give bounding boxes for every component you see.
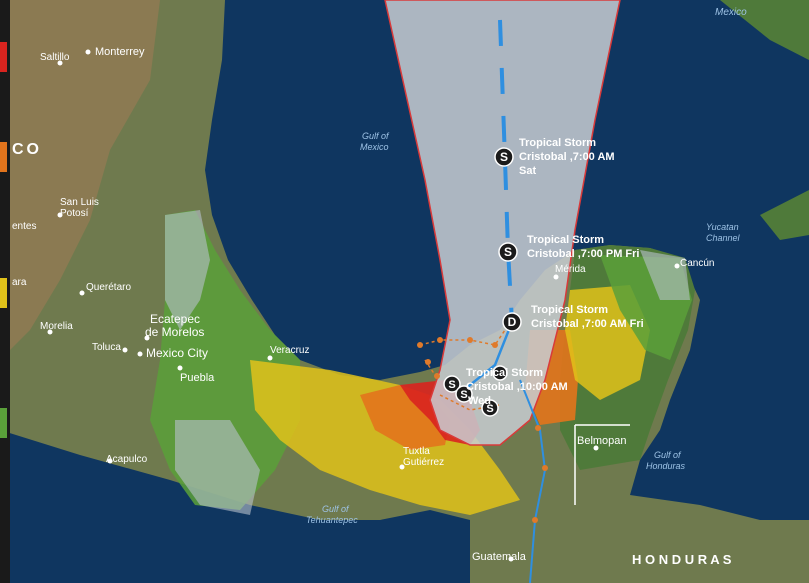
label-acapulco: Acapulco — [106, 454, 148, 465]
storm-symbol: S — [500, 150, 508, 164]
svg-text:Tropical Storm: Tropical Storm — [466, 367, 543, 379]
svg-text:Wed: Wed — [468, 395, 491, 407]
water-gulf-mexico-2: Mexico — [360, 142, 389, 152]
storm-symbol: S — [486, 403, 493, 415]
zone-gray-southwest — [175, 420, 260, 515]
svg-text:Tropical Storm: Tropical Storm — [527, 234, 604, 246]
label-tuxtla-1: Tuxtla — [403, 446, 430, 457]
label-toluca: Toluca — [92, 342, 121, 353]
legend-swatch-yellow — [0, 278, 7, 308]
zone-gray-west — [165, 210, 210, 330]
storm-label-fri-am: Tropical Storm Cristobal ,7:00 AM Fri — [531, 304, 644, 330]
label-san-luis-2: Potosí — [60, 208, 89, 219]
label-mexico-city: Mexico City — [146, 346, 208, 360]
legend-swatch-orange — [0, 142, 7, 172]
storm-label-wed: Tropical Storm Cristobal ,10:00 AM Wed — [466, 367, 568, 407]
storm-symbol: S — [448, 379, 455, 391]
svg-text:Cristobal ,10:00 AM: Cristobal ,10:00 AM — [466, 381, 568, 393]
label-queretaro: Querétaro — [86, 282, 131, 293]
label-mexico-top: Mexico — [715, 7, 747, 18]
label-veracruz: Veracruz — [270, 345, 309, 356]
label-mexico-country: CO — [12, 141, 42, 158]
storm-symbol: S — [504, 245, 512, 259]
label-monterrey: Monterrey — [95, 46, 145, 58]
svg-text:Sat: Sat — [519, 165, 536, 177]
water-yucatan-2: Channel — [706, 233, 741, 243]
zone-gray-northeast — [640, 250, 690, 300]
label-ecatepec-1: Ecatepec — [150, 312, 200, 326]
label-tuxtla-2: Gutiérrez — [403, 457, 444, 468]
storm-marker-sat[interactable]: S — [494, 147, 514, 167]
forecast-cone — [384, 0, 621, 446]
svg-text:Tropical Storm: Tropical Storm — [519, 137, 596, 149]
storm-marker-wed[interactable] — [492, 365, 508, 381]
storm-marker-cluster[interactable]: S S S — [443, 375, 499, 417]
city-dots — [47, 49, 680, 562]
label-merida: Mérida — [555, 264, 586, 275]
legend-strip — [0, 0, 10, 583]
zone-yellow — [250, 360, 520, 515]
label-puebla: Puebla — [180, 372, 215, 384]
label-ecatepec-2: de Morelos — [145, 325, 204, 339]
label-ara: ara — [12, 277, 27, 288]
storm-label-sat: Tropical Storm Cristobal ,7:00 AM Sat — [519, 137, 615, 177]
storm-marker-fri-am[interactable]: D — [502, 312, 522, 332]
svg-text:Cristobal ,7:00 AM: Cristobal ,7:00 AM — [519, 151, 615, 163]
label-belmopan: Belmopan — [577, 435, 627, 447]
water-tehuantepec-2: Tehuantepec — [306, 515, 358, 525]
cuba-island — [760, 190, 809, 240]
label-guatemala: Guatemala — [472, 551, 527, 563]
label-morelia: Morelia — [40, 321, 73, 332]
water-gulf-honduras-2: Honduras — [646, 461, 686, 471]
label-san-luis-1: San Luis — [60, 197, 99, 208]
legend-swatch-green — [0, 408, 7, 438]
svg-text:Cristobal ,7:00 PM Fri: Cristobal ,7:00 PM Fri — [527, 248, 639, 260]
sierra-madre — [0, 0, 160, 360]
label-honduras: H O N D U R A S — [632, 552, 732, 567]
storm-symbol: S — [460, 389, 467, 401]
storm-symbol: D — [508, 315, 517, 329]
water-gulf-honduras-1: Gulf of — [654, 450, 682, 460]
svg-text:Tropical Storm: Tropical Storm — [531, 304, 608, 316]
water-tehuantepec-1: Gulf of — [322, 504, 350, 514]
label-cancun: Cancún — [680, 258, 714, 269]
past-track-points — [417, 337, 548, 523]
storm-label-fri-pm: Tropical Storm Cristobal ,7:00 PM Fri — [527, 234, 639, 260]
water-yucatan-1: Yucatan — [706, 222, 739, 232]
label-saltillo: Saltillo — [40, 52, 70, 63]
florida-keys — [720, 0, 809, 60]
forecast-track — [498, 19, 514, 323]
legend-swatch-red — [0, 42, 7, 72]
belize-border — [574, 424, 630, 505]
storm-marker-fri-pm[interactable]: S — [498, 242, 518, 262]
svg-text:Cristobal ,7:00 AM Fri: Cristobal ,7:00 AM Fri — [531, 318, 644, 330]
water-gulf-mexico-1: Gulf of — [362, 131, 390, 141]
label-entes: entes — [12, 221, 36, 232]
